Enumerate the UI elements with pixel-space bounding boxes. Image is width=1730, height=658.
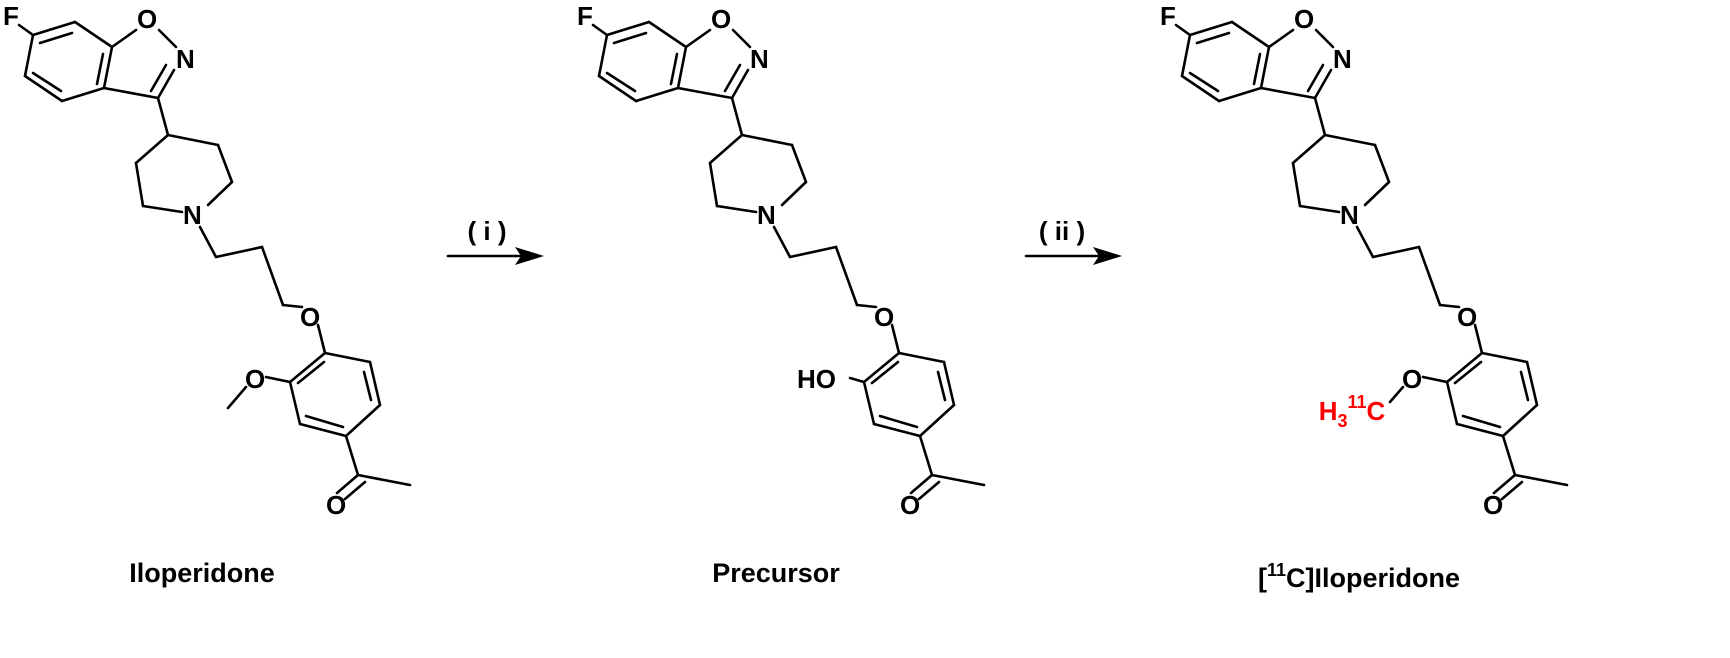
isoxazole-oxygen-label: O xyxy=(137,4,157,34)
methoxy-oxygen-label: O xyxy=(245,364,265,394)
c11-methyl-label: H311C xyxy=(1319,392,1386,431)
isoxazole-oxygen-label: O xyxy=(1294,4,1314,34)
ketone-oxygen-label: O xyxy=(326,490,346,520)
fluorine-label: F xyxy=(3,1,19,31)
reaction-step-ii: ( ii ) xyxy=(1024,216,1122,265)
step-i-label: ( i ) xyxy=(468,216,507,246)
c11-methyl-element: C xyxy=(1367,396,1386,426)
step-ii-label: ( ii ) xyxy=(1039,216,1085,246)
step-ii-arrowhead xyxy=(1093,247,1122,265)
ether-oxygen-label: O xyxy=(1457,302,1477,332)
ketone-oxygen-label: O xyxy=(900,490,920,520)
compound-name-iloperidone: Iloperidone xyxy=(129,558,275,588)
compound-name-precursor: Precursor xyxy=(712,558,840,588)
c11-methyl-isotope: 11 xyxy=(1347,392,1366,412)
isoxazole-nitrogen-label: N xyxy=(176,44,195,74)
compound-c11-iloperidone: F O N N O O O H311C [11C]Iloperidone xyxy=(1160,1,1569,593)
compound-name-c11-iloperidone: [11C]Iloperidone xyxy=(1258,560,1460,593)
isoxazole-nitrogen-label: N xyxy=(1333,44,1352,74)
piperidine-nitrogen-label: N xyxy=(183,200,202,230)
name-isotope: 11 xyxy=(1267,560,1286,580)
piperidine-nitrogen-label: N xyxy=(1340,200,1359,230)
name-rest: C]Iloperidone xyxy=(1286,563,1460,593)
step-i-arrowhead xyxy=(515,247,544,265)
hydroxyl-label: HO xyxy=(797,364,836,394)
reaction-step-i: ( i ) xyxy=(446,216,544,265)
compound-precursor: F O N N O HO O Precursor xyxy=(577,1,986,588)
ether-oxygen-label: O xyxy=(300,302,320,332)
methoxy-oxygen-label: O xyxy=(1402,364,1422,394)
precursor-skeleton xyxy=(591,20,986,501)
isoxazole-oxygen-label: O xyxy=(711,4,731,34)
c11-methyl-h: H xyxy=(1319,396,1338,426)
ether-oxygen-label: O xyxy=(874,302,894,332)
fluorine-label: F xyxy=(1160,1,1176,31)
c11-methyl-h-count: 3 xyxy=(1337,411,1347,431)
compound-iloperidone: F O N N O O O Iloperidone xyxy=(3,1,412,588)
isoxazole-nitrogen-label: N xyxy=(750,44,769,74)
c11-iloperidone-skeleton xyxy=(1174,20,1569,501)
hydroxyl-bond xyxy=(848,376,866,384)
name-bracket: [ xyxy=(1258,563,1267,593)
ketone-oxygen-label: O xyxy=(1483,490,1503,520)
iloperidone-skeleton xyxy=(17,20,412,501)
fluorine-label: F xyxy=(577,1,593,31)
piperidine-nitrogen-label: N xyxy=(757,200,776,230)
